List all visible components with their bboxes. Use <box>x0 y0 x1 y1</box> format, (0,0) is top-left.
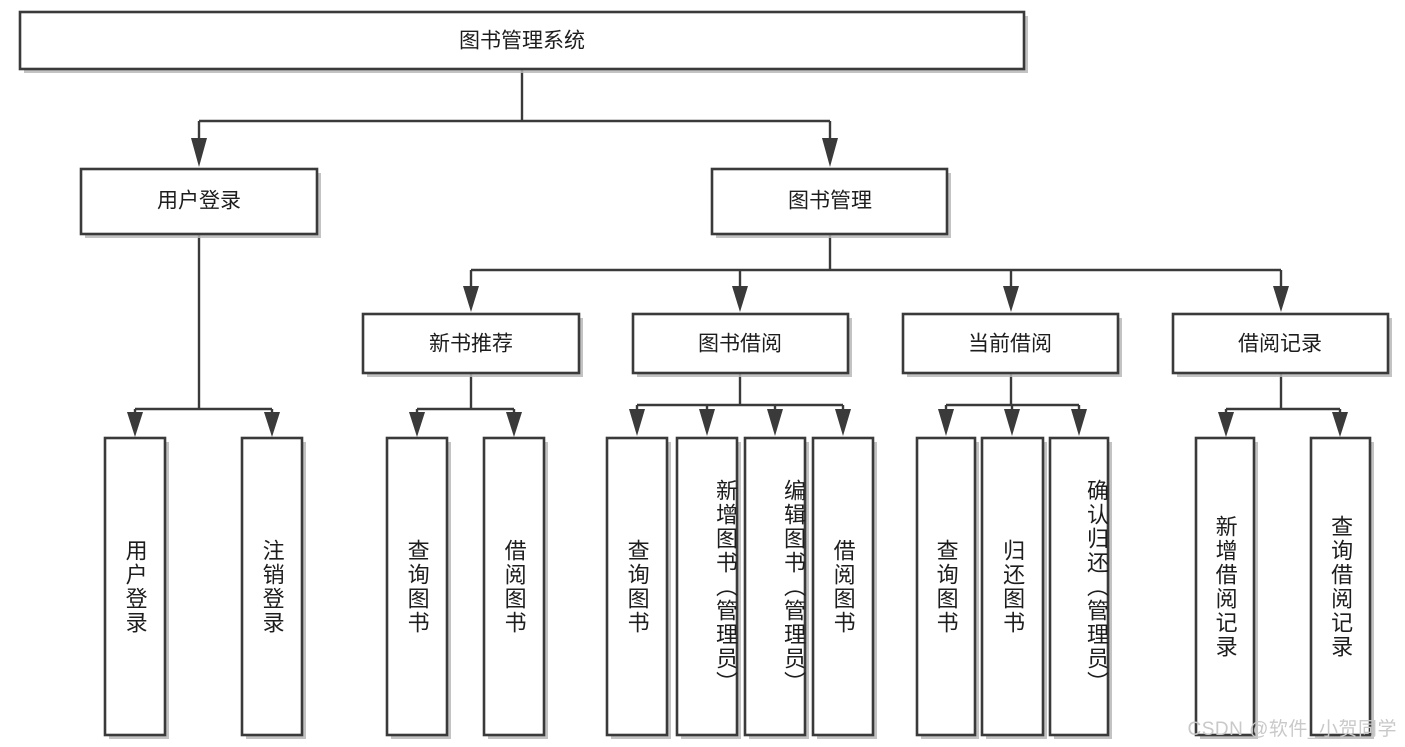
arrow-head-leaf-query-book-b <box>629 409 645 436</box>
arrow-head-leaf-query-book-a <box>409 412 425 437</box>
node-book-management[interactable]: 图书管理 <box>710 167 951 238</box>
node-user-login[interactable]: 用户登录 <box>79 167 321 238</box>
arrow-head-leaf-edit-book <box>767 409 783 436</box>
leaf-user-login-rect[interactable] <box>103 436 167 737</box>
connector-group-userlogin-children <box>127 234 280 437</box>
leaf-logout-rect[interactable] <box>240 436 304 737</box>
node-borrow-record-label: 借阅记录 <box>1238 333 1322 356</box>
leaf-node-borrow-book-newrec[interactable] <box>482 436 548 739</box>
node-user-login-rect[interactable] <box>79 167 319 236</box>
arrow-head-to-user-login <box>191 138 207 167</box>
node-root-label: 图书管理系统 <box>459 30 585 53</box>
leaf-node-user-login[interactable] <box>103 436 169 739</box>
leaf-node-add-borrow-record[interactable] <box>1194 436 1258 739</box>
leaf-node-return-book[interactable] <box>980 436 1047 739</box>
arrow-head-leaf-confirm-return <box>1071 409 1087 436</box>
leaf-borrow-book-rect[interactable] <box>811 436 875 737</box>
arrow-head-leaf-borrow-book-a <box>506 412 522 437</box>
leaf-confirm-return-rect[interactable] <box>1048 436 1110 737</box>
arrow-head-leaf-return-book <box>1004 409 1020 436</box>
node-new-book-recommend-rect[interactable] <box>361 312 581 375</box>
connector-group-borrowrecord-children <box>1218 373 1348 437</box>
leaf-borrow-book-newrec-rect[interactable] <box>482 436 546 737</box>
node-current-borrow[interactable]: 当前借阅 <box>901 312 1122 377</box>
node-book-borrow[interactable]: 图书借阅 <box>631 312 852 377</box>
node-borrow-record-rect[interactable] <box>1171 312 1390 375</box>
arrow-head-leaf-user-login <box>127 412 143 437</box>
leaf-add-book-rect[interactable] <box>675 436 739 737</box>
leaf-query-borrow-record-rect[interactable] <box>1309 436 1372 737</box>
arrow-head-to-book-borrow <box>732 286 748 312</box>
node-book-management-rect[interactable] <box>710 167 949 236</box>
leaf-node-query-borrow-record[interactable] <box>1309 436 1374 739</box>
leaf-node-add-book[interactable] <box>675 436 741 739</box>
arrow-head-to-book-management <box>822 138 838 167</box>
leaf-node-logout[interactable] <box>240 436 306 739</box>
leaf-query-book-current-rect[interactable] <box>915 436 977 737</box>
watermark-text: CSDN @软件_小贺同学 <box>1187 719 1397 740</box>
connector-group-newbook-children <box>409 373 522 437</box>
connector-group-root-to-level1 <box>191 69 838 167</box>
connector-group-currentborrow-children <box>938 373 1087 436</box>
arrow-head-leaf-borrow-book-b <box>835 409 851 436</box>
arrow-head-leaf-add-record <box>1218 412 1234 437</box>
leaf-node-edit-book[interactable] <box>743 436 809 739</box>
leaf-node-confirm-return[interactable] <box>1048 436 1112 739</box>
connector-group-bookmgmt-children <box>463 234 1289 312</box>
node-borrow-record[interactable]: 借阅记录 <box>1171 312 1392 377</box>
leaf-query-book-borrow-rect[interactable] <box>605 436 669 737</box>
node-root-rect[interactable] <box>18 10 1026 71</box>
node-book-borrow-label: 图书借阅 <box>698 333 782 356</box>
arrow-head-to-borrow-record <box>1273 286 1289 312</box>
arrow-head-leaf-query-record <box>1332 412 1348 437</box>
leaf-node-borrow-book[interactable] <box>811 436 877 739</box>
leaf-add-borrow-record-rect[interactable] <box>1194 436 1256 737</box>
leaf-node-query-book-newrec[interactable] <box>385 436 451 739</box>
leaf-node-query-book-borrow[interactable] <box>605 436 671 739</box>
node-new-book-recommend[interactable]: 新书推荐 <box>361 312 583 377</box>
arrow-head-leaf-logout <box>264 412 280 437</box>
node-new-book-recommend-label: 新书推荐 <box>429 333 513 356</box>
arrow-head-leaf-query-book-c <box>938 409 954 436</box>
leaf-node-query-book-current[interactable] <box>915 436 979 739</box>
arrow-head-leaf-add-book <box>699 409 715 436</box>
connector-group-bookborrow-children <box>629 373 851 436</box>
leaf-query-book-newrec-rect[interactable] <box>385 436 449 737</box>
node-book-management-label: 图书管理 <box>788 190 872 213</box>
node-book-borrow-rect[interactable] <box>631 312 850 375</box>
node-root-system[interactable]: 图书管理系统 <box>18 10 1028 73</box>
leaf-edit-book-rect[interactable] <box>743 436 807 737</box>
leaf-return-book-rect[interactable] <box>980 436 1045 737</box>
arrow-head-to-new-book-rec <box>463 286 479 312</box>
arrow-head-to-current-borrow <box>1003 286 1019 312</box>
node-user-login-label: 用户登录 <box>157 190 241 213</box>
node-current-borrow-rect[interactable] <box>901 312 1120 375</box>
node-current-borrow-label: 当前借阅 <box>968 333 1052 356</box>
